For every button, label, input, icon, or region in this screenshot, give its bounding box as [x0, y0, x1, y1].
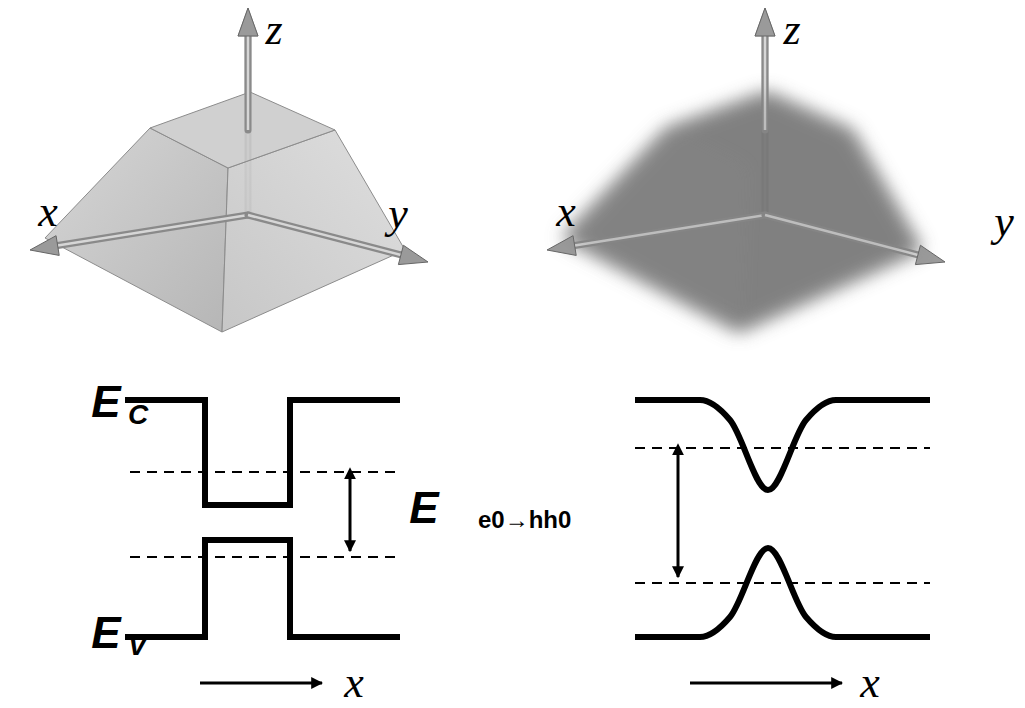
energy-level [130, 556, 395, 558]
axis-label: x [344, 661, 364, 705]
energy-symbol: E [91, 611, 120, 655]
axis-highlight [247, 36, 250, 130]
axis-arrowhead [398, 245, 428, 264]
dot-haze [562, 92, 922, 332]
axis-label: z [265, 8, 282, 52]
arrow [200, 682, 322, 685]
axis-highlight [58, 215, 248, 246]
axis-arrowhead [755, 8, 775, 36]
energy-symbol: E [409, 486, 438, 530]
pyramid [45, 92, 405, 332]
axis-label: x [556, 190, 576, 234]
valence-band [125, 540, 400, 637]
axis-label: y [994, 200, 1014, 244]
axis-arrowhead [755, 8, 775, 36]
axis-label: y [388, 192, 408, 236]
arrow [349, 478, 352, 551]
conduction-band [125, 400, 400, 505]
axis-arrowhead [238, 8, 258, 36]
axis-shaft [245, 36, 252, 130]
energy-subscript: e0→hh0 [478, 508, 571, 532]
quantum-dot [30, 8, 428, 332]
energy-symbol: E [91, 380, 120, 424]
quantum-dot [547, 8, 945, 332]
pyramid [562, 92, 922, 332]
axis-label: x [860, 661, 880, 705]
axis-label: z [783, 8, 800, 52]
axis-arrowhead [238, 8, 258, 36]
axis-highlight [248, 215, 401, 255]
axis-arrowhead [30, 236, 59, 256]
arrow [690, 682, 842, 685]
energy-subscript: C [128, 401, 148, 429]
energy-level [635, 447, 930, 449]
energy-subscript: V [128, 632, 147, 660]
energy-level [130, 471, 395, 473]
energy-level [635, 582, 930, 584]
axis-shaft [58, 215, 248, 246]
arrow [677, 454, 680, 577]
axis-label: x [38, 190, 58, 234]
axis-shaft [248, 215, 401, 255]
